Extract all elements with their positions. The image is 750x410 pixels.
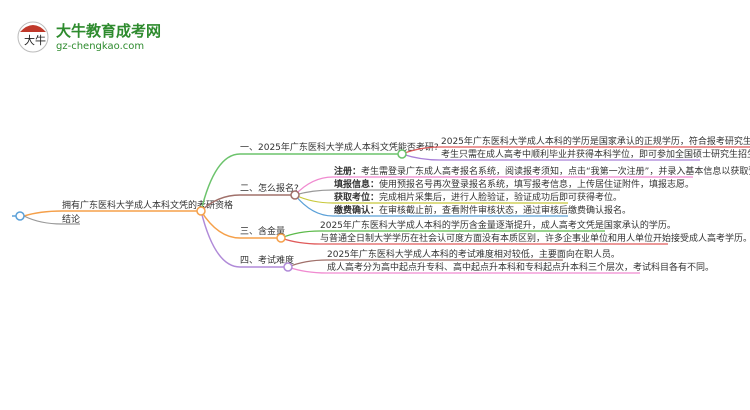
branch-label: 一、2025年广东医科大学成人本科文凭能否考研? (240, 141, 439, 153)
root-connector (23, 210, 200, 217)
branch-node[interactable] (290, 190, 300, 200)
branch-4: 四、考试难度 2025年广东医科大学成人本科的考试难度相对较低，主要面向在职人员… (240, 248, 714, 274)
branch-1: 一、2025年广东医科大学成人本科文凭能否考研? 2025年广东医科大学成人本科… (240, 135, 750, 161)
branch-label: 四、考试难度 (240, 254, 294, 266)
leaf-text: 2025年广东医科大学成人本科的考试难度相对较低，主要面向在职人员。 (327, 248, 620, 260)
leaf-text: 获取考位：完成相片采集后，进行人脸验证，验证成功后即可获得考位。 (334, 191, 622, 203)
logo-mark-arc (20, 25, 46, 32)
leaf-text: 注册：考生需登录广东成人高考报名系统，阅读报考须知，点击“我第一次注册”，并录入… (334, 165, 750, 177)
leaf-text: 填报信息：使用预报名号再次登录报名系统，填写报考信息，上传居住证附件，填报志愿。 (334, 178, 694, 190)
leaf-text: 与普通全日制大学学历在社会认可度方面没有本质区别，许多企事业单位和用人单位开始接… (320, 232, 750, 244)
root-label: 拥有广东医科大学成人本科文凭的考研资格 (62, 199, 233, 211)
branch-2: 二、怎么报名? 注册：考生需登录广东成人高考报名系统，阅读报考须知，点击“我第一… (240, 165, 750, 217)
leaf-text: 2025年广东医科大学成人本科的学历含金量逐渐提升，成人高考文凭是国家承认的学历… (320, 219, 676, 231)
hub-node[interactable] (196, 206, 206, 216)
leaf-text: 考生只需在成人高考中顺利毕业并获得本科学位，即可参加全国硕士研究生招生考试。 (441, 148, 750, 160)
conclusion-label: 结论 (62, 213, 80, 225)
branch-label: 二、怎么报名? (240, 182, 299, 194)
root-node[interactable] (15, 211, 25, 221)
leaf-text: 成人高考分为高中起点升专科、高中起点升本科和专科起点升本科三个层次，考试科目各有… (327, 261, 714, 273)
logo-url: gz-chengkao.com (56, 41, 144, 52)
branch-node[interactable] (397, 149, 407, 159)
logo-title: 大牛教育成考网 (56, 22, 161, 40)
conclusion-connector (23, 215, 80, 225)
logo: 大牛 大牛教育成考网 gz-chengkao.com (17, 21, 161, 53)
branch-3: 三、含金量 2025年广东医科大学成人本科的学历含金量逐渐提升，成人高考文凭是国… (240, 219, 750, 245)
leaf-text: 2025年广东医科大学成人本科的学历是国家承认的正规学历，符合报考研究生的基本条… (441, 135, 750, 147)
branch-node[interactable] (283, 262, 293, 272)
logo-mark-text: 大牛 (24, 33, 46, 47)
branch-node[interactable] (276, 233, 286, 243)
branch-label: 三、含金量 (240, 225, 285, 237)
leaf-text: 缴费确认：在审核截止前，查看附件审核状态，通过审核后缴费确认报名。 (334, 204, 631, 216)
